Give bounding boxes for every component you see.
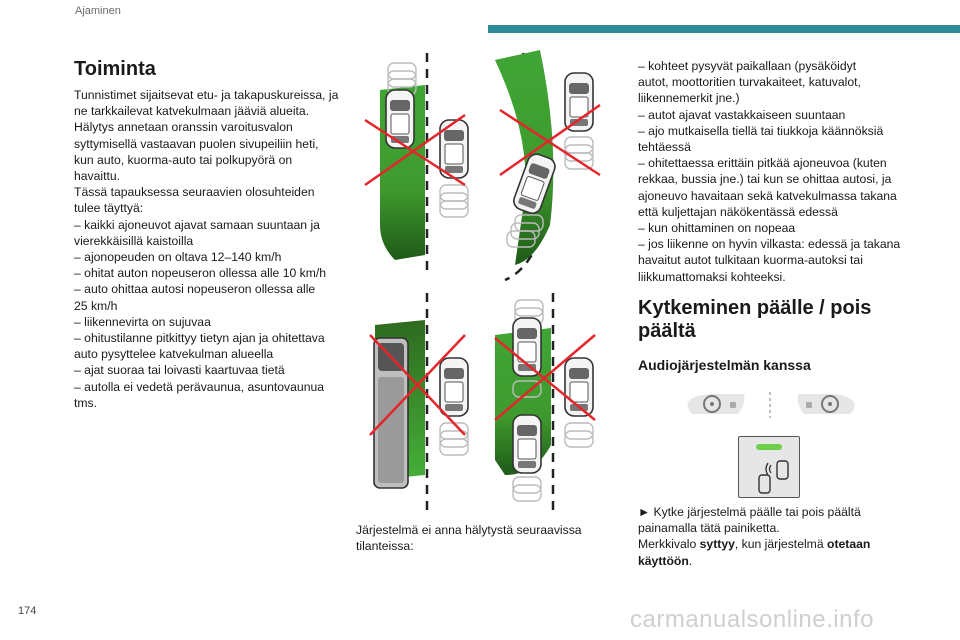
exceptions-list: – kohteet pysyvät paikallaan (pysäköidyt… <box>638 58 908 285</box>
status-bold: käyttöön <box>638 553 689 568</box>
scenario-opposite-direction <box>495 50 601 282</box>
text-line: rekkaa, bussia jne.) tai kun se ohittaa … <box>638 172 892 187</box>
steering-wheel-icon <box>703 395 721 413</box>
section-title-switching: Kytkeminen päälle / pois päältä <box>638 296 872 342</box>
text-line: – ohitustilanne pitkittyy tietyn ajan ja… <box>74 331 325 346</box>
header-accent-bar <box>488 25 960 33</box>
indicator-led <box>756 444 782 450</box>
text-line: auto pysyttelee katvekulman alueella <box>74 347 274 362</box>
text-line: että kuljettajan näkökentässä edessä <box>638 204 838 219</box>
text-line: ne tarkkailevat katvekulmaan jääviä alue… <box>74 104 310 119</box>
instruction-line: painamalla tätä painiketta. <box>638 521 780 536</box>
text-line: havaitut autot tulkitaan kuorma-autoksi … <box>638 253 863 268</box>
section-title-toiminta: Toiminta <box>74 58 156 80</box>
text-line: vierekkäisillä kaistoilla <box>74 233 194 248</box>
function-text: Tunnistimet sijaitsevat etu- ja takapusk… <box>74 87 342 411</box>
text-line: tulee täyttyä: <box>74 201 144 216</box>
text-line: syttymisellä vastaavan puolen sivupeilii… <box>74 136 319 151</box>
left-column: Toiminta Tunnistimet sijaitsevat etu- ja… <box>74 58 342 411</box>
text-line: – kaikki ajoneuvot ajavat samaan suuntaa… <box>74 217 320 232</box>
text-line: liikkumattomaksi kohteeksi. <box>638 269 786 284</box>
text-line: – liikennevirta on sujuvaa <box>74 314 211 329</box>
status-bold: otetaan <box>827 537 871 552</box>
scenario-heavy-traffic <box>494 293 596 515</box>
scenario-stationary <box>364 53 469 270</box>
status-text: . <box>688 553 693 568</box>
text-line: – ohitettaessa erittäin pitkää ajoneuvoa… <box>638 156 887 171</box>
blind-spot-scenarios-illustration <box>364 50 601 515</box>
text-line: – kohteet pysyvät paikallaan (pysäköidyt <box>638 59 857 73</box>
text-line: tehtäessä <box>638 140 691 155</box>
steering-wheels-diagram <box>687 392 855 418</box>
text-line: Tunnistimet sijaitsevat etu- ja takapusk… <box>74 88 339 102</box>
text-line: Tässä tapauksessa seuraavien olosuhteide… <box>74 185 315 200</box>
caption-line: tilanteissa: <box>356 539 414 554</box>
text-line: – autolla ei vedetä perävaunua, asuntova… <box>74 379 325 394</box>
text-line: 25 km/h <box>74 298 118 313</box>
text-line: – ohitat auton nopeuseron ollessa alle 1… <box>74 266 327 281</box>
text-line: Hälytys annetaan oranssin varoitusvalon <box>74 120 293 135</box>
text-line: – ajonopeuden on oltava 12–140 km/h <box>74 250 282 265</box>
status-bold: syttyy <box>699 537 735 552</box>
text-line: tms. <box>74 395 98 410</box>
text-line: – ajo mutkaisella tiellä tai tiukkoja kä… <box>638 123 884 138</box>
status-line: käyttöön. <box>638 553 908 569</box>
text-line: ajoneuvo havaitaan sekä katvekulmassa ta… <box>638 188 897 203</box>
caption-line: Järjestelmä ei anna hälytystä seuraaviss… <box>356 523 582 537</box>
instruction-text: ► Kytke järjestelmä päälle tai pois pääl… <box>638 504 908 569</box>
text-line: autot, moottoritien turvakaiteet, katuva… <box>638 75 861 90</box>
subsection-title-audio: Audiojärjestelmän kanssa <box>638 356 811 373</box>
scenario-long-vehicle <box>369 293 469 515</box>
text-line: liikennemerkit jne.) <box>638 91 740 106</box>
steering-wheel-icon <box>821 395 839 413</box>
text-line: – auto ohittaa autosi nopeuseron ollessa… <box>74 282 316 297</box>
page-number: 174 <box>18 605 37 617</box>
text-line: – kun ohittaminen on nopeaa <box>638 221 796 236</box>
text-line: – autot ajavat vastakkaiseen suuntaan <box>638 107 846 122</box>
instruction-line: ► Kytke järjestelmä päälle tai pois pääl… <box>638 505 861 519</box>
right-column: – kohteet pysyvät paikallaan (pysäköidyt… <box>638 58 908 383</box>
blind-spot-car-icon <box>758 460 789 494</box>
text-line: kun auto, kuorma-auto tai polkupyörä on <box>74 152 293 167</box>
watermark: carmanualsonline.info <box>630 606 874 633</box>
text-line: havaittu. <box>74 169 121 184</box>
blind-spot-button <box>738 436 800 498</box>
illustration-caption: Järjestelmä ei anna hälytystä seuraaviss… <box>356 522 606 554</box>
status-text: , kun järjestelmä <box>734 537 827 552</box>
running-header: Ajaminen <box>75 5 121 17</box>
status-line: Merkkivalo syttyy, kun järjestelmä oteta… <box>638 536 908 552</box>
text-line: – ajat suoraa tai loivasti kaartuvaa tie… <box>74 363 285 378</box>
status-text: Merkkivalo <box>638 537 700 552</box>
text-line: – jos liikenne on hyvin vilkasta: edessä… <box>638 237 901 252</box>
